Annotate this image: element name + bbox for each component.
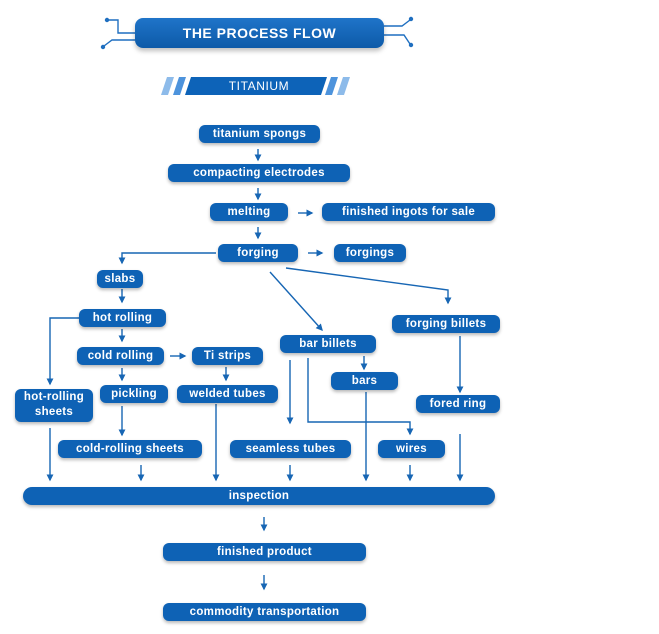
- node-finished-ingots: finished ingots for sale: [322, 203, 495, 221]
- node-fored-ring: fored ring: [416, 395, 500, 413]
- page-title: THE PROCESS FLOW: [135, 18, 384, 48]
- subtitle-stripes: [161, 77, 350, 95]
- node-bar-billets: bar billets: [280, 335, 376, 353]
- node-melting: melting: [210, 203, 288, 221]
- node-wires: wires: [378, 440, 445, 458]
- subtitle-label: TITANIUM: [205, 77, 313, 95]
- node-finished-product: finished product: [163, 543, 366, 561]
- node-commodity-transportation: commodity transportation: [163, 603, 366, 621]
- node-slabs: slabs: [97, 270, 143, 288]
- node-compacting-electrodes: compacting electrodes: [168, 164, 350, 182]
- node-hot-rolling-sheets: hot-rolling sheets: [15, 389, 93, 422]
- node-ti-strips: Ti strips: [192, 347, 263, 365]
- node-hot-rolling: hot rolling: [79, 309, 166, 327]
- node-forging: forging: [218, 244, 298, 262]
- node-pickling: pickling: [100, 385, 168, 403]
- node-bars: bars: [331, 372, 398, 390]
- node-inspection: inspection: [23, 487, 495, 505]
- node-forgings: forgings: [334, 244, 406, 262]
- node-welded-tubes: welded tubes: [177, 385, 278, 403]
- header-circuit-decoration: [103, 19, 411, 47]
- arrows: [46, 149, 464, 591]
- node-titanium-spongs: titanium spongs: [199, 125, 320, 143]
- node-cold-rolling: cold rolling: [77, 347, 164, 365]
- node-cold-rolling-sheets: cold-rolling sheets: [58, 440, 202, 458]
- node-seamless-tubes: seamless tubes: [230, 440, 351, 458]
- node-forging-billets: forging billets: [392, 315, 500, 333]
